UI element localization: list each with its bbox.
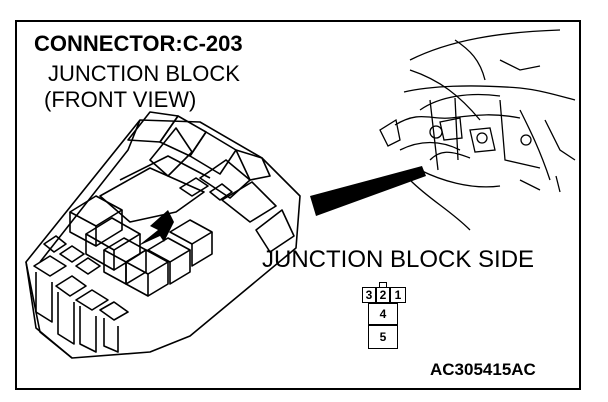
pin-1: 1 xyxy=(390,287,406,303)
junction-block-label: JUNCTION BLOCK xyxy=(48,61,240,86)
pin-5: 5 xyxy=(368,325,398,349)
pin-3: 3 xyxy=(362,287,376,303)
pin-4: 4 xyxy=(368,303,398,325)
junction-block-side-label: JUNCTION BLOCK SIDE xyxy=(262,246,535,273)
connector-key xyxy=(379,282,387,287)
connector-title: CONNECTOR:C-203 xyxy=(34,31,243,56)
front-view-label: (FRONT VIEW) xyxy=(44,87,197,112)
pin-2: 2 xyxy=(376,287,390,303)
figure-code: AC305415AC xyxy=(430,360,536,379)
